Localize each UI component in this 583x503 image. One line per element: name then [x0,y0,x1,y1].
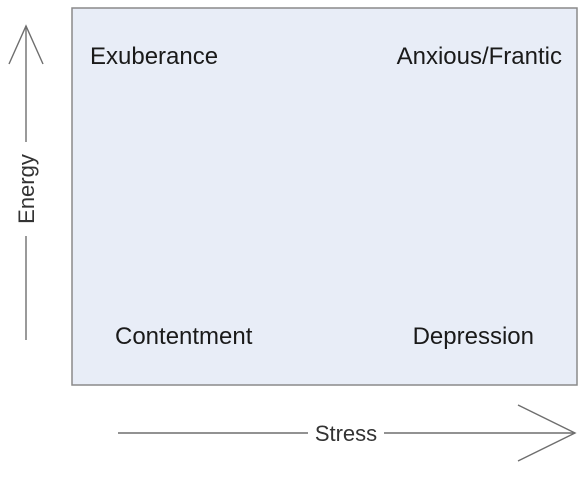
quadrant-label-exuberance: Exuberance [90,43,218,70]
quadrant-label-contentment: Contentment [115,323,253,350]
quadrant-panel [71,7,578,386]
stress-axis-arrow [118,404,577,462]
quadrant-label-depression: Depression [413,323,534,350]
energy-axis-label: Energy [14,154,39,224]
quadrant-label-anxious-frantic: Anxious/Frantic [397,43,562,70]
stress-axis-label: Stress [315,421,377,446]
energy-axis-arrow [8,24,44,340]
